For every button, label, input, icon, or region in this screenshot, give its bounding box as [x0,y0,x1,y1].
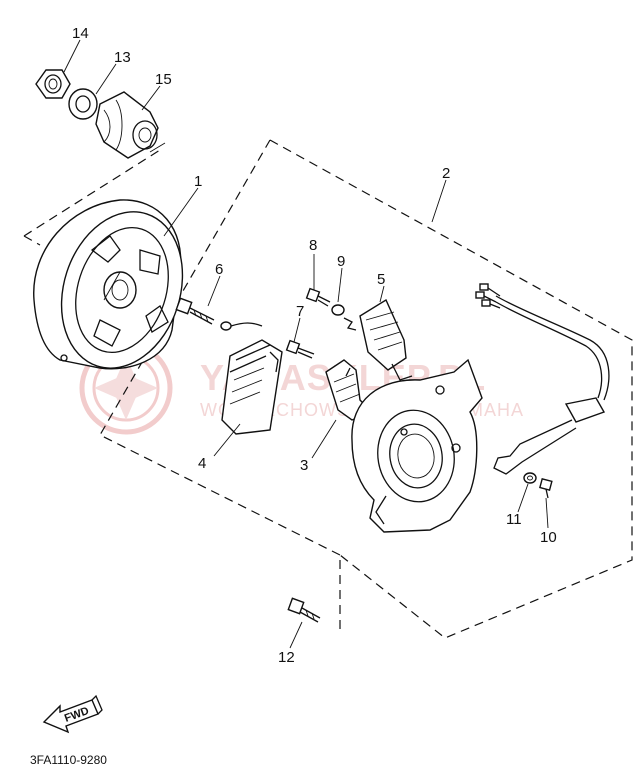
callout-11: 11 [506,511,522,528]
screw-bottom [287,597,321,623]
rotor [33,199,184,370]
stator-assembly-boundary [99,139,633,639]
callout-labels: 14 13 15 1 2 6 7 8 9 5 4 3 11 10 12 [72,25,557,666]
callout-12: 12 [278,649,295,666]
callout-9: 9 [337,253,345,270]
rotor-leader [149,142,166,153]
collar [95,91,159,159]
stator-plate [351,358,483,533]
screw-short-b [305,287,331,307]
callout-1: 1 [194,173,202,190]
wire-harness [475,283,610,475]
screw-short-a [285,339,315,359]
charge-coil [359,298,413,381]
forward-arrow-icon: FWD [42,694,103,734]
ground-lead [220,321,263,331]
callout-2: 2 [442,165,450,182]
callout-4: 4 [198,455,206,472]
leader-lines [63,39,549,649]
callout-8: 8 [309,237,317,254]
callout-6: 6 [215,261,223,278]
washer [68,88,98,120]
washer-small [523,472,537,484]
callout-15: 15 [155,71,172,88]
pickup-coil [221,339,283,435]
spring-washer [331,304,357,331]
callout-13: 13 [114,49,131,66]
callout-14: 14 [72,25,89,42]
callout-3: 3 [300,457,308,474]
screw-tiny [539,477,553,499]
nut [35,69,71,99]
callout-7: 7 [296,303,304,320]
rotor-group-boundary [23,149,161,246]
callout-10: 10 [540,529,557,546]
drawing-code: 3FA1110-9280 [30,753,107,767]
screw-long [175,297,215,325]
callout-5: 5 [377,271,385,288]
